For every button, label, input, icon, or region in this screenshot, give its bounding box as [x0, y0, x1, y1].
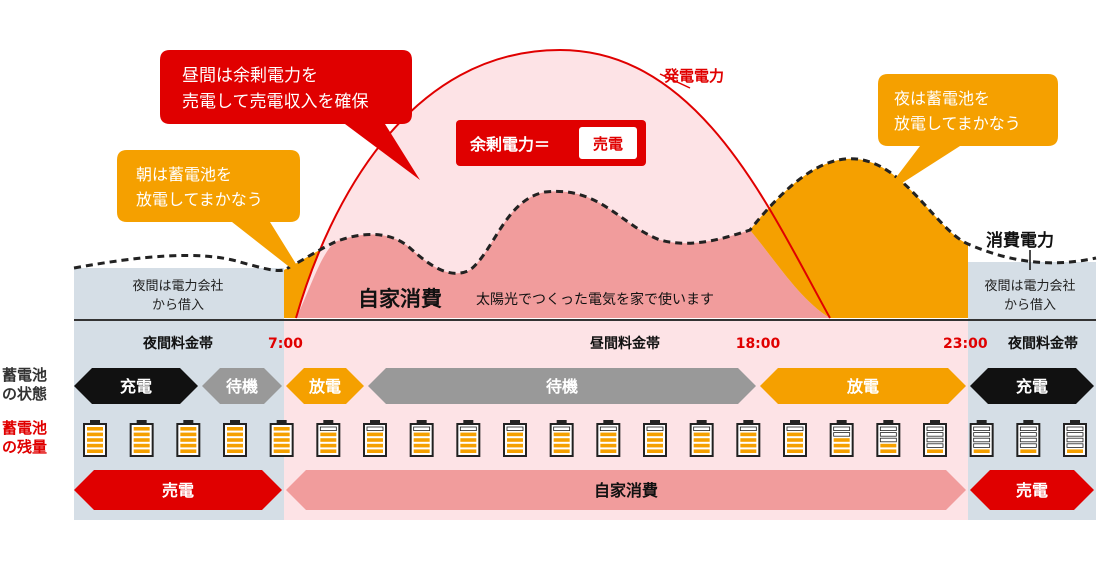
generation-leader	[659, 73, 691, 89]
night-bg-left-top	[74, 268, 284, 320]
status-arrow-2	[286, 368, 364, 404]
remain-row-label-1: 蓄電池	[2, 419, 47, 437]
bottom-arrow-0	[74, 470, 282, 510]
sell-box-label: 売電	[593, 135, 623, 153]
night-bg-right-top	[968, 262, 1096, 320]
consumption-curve	[73, 157, 1097, 275]
battery-11	[596, 420, 621, 457]
status-arrow-1	[202, 368, 282, 404]
bottom-bar: 売電 自家消費 売電	[74, 470, 1094, 510]
status-arrow-label-1: 待機	[226, 377, 258, 396]
battery-2	[176, 420, 201, 457]
status-arrow-label-4: 放電	[846, 377, 879, 396]
time-18: 18:00	[736, 336, 781, 352]
battery-7	[409, 420, 434, 457]
surplus-eq-label: 余剰電力＝	[469, 135, 550, 154]
battery-4	[269, 420, 294, 457]
status-bar: 充電 待機 放電 待機 放電 充電	[74, 368, 1094, 404]
bottom-arrow-2	[970, 470, 1094, 510]
battery-19	[969, 420, 994, 457]
night-right-note-2: から借入	[1004, 298, 1056, 313]
bottom-arrow-label-0: 売電	[162, 481, 194, 500]
battery-14	[736, 420, 761, 457]
callout-evening-bubble	[878, 74, 1058, 196]
time-day-band: 昼間料金帯	[590, 335, 660, 352]
battery-15	[783, 420, 807, 457]
generation-label: 発電電力	[663, 67, 724, 85]
self-consumption-area	[296, 191, 830, 318]
status-arrow-3	[368, 368, 756, 404]
status-arrow-label-2: 放電	[308, 377, 341, 396]
callout-morning-bubble	[117, 150, 306, 280]
battery-9	[503, 420, 527, 457]
night-left-note-1: 夜間は電力会社	[132, 278, 223, 294]
bottom-arrow-1	[286, 470, 966, 510]
status-arrow-label-0: 充電	[120, 377, 152, 396]
battery-0	[83, 420, 107, 457]
status-arrow-0	[74, 368, 198, 404]
battery-8	[456, 420, 481, 457]
night-left-note-2: から借入	[152, 298, 204, 313]
battery-10	[549, 420, 574, 457]
battery-3	[223, 420, 247, 457]
sell-box	[579, 127, 637, 159]
status-arrow-5	[970, 368, 1094, 404]
battery-20	[1016, 420, 1041, 457]
generation-curve	[295, 48, 831, 319]
callout-surplus-line1: 昼間は余剰電力を	[182, 66, 318, 86]
battery-13	[689, 420, 714, 457]
bottom-arrow-label-1: 自家消費	[594, 481, 658, 500]
consumption-label: 消費電力	[986, 230, 1054, 251]
battery-row	[83, 420, 1087, 457]
status-arrow-4	[760, 368, 966, 404]
battery-6	[363, 420, 387, 457]
battery-1	[129, 420, 154, 457]
callout-surplus-line2: 売電して売電収入を確保	[182, 92, 369, 112]
battery-5	[316, 420, 341, 457]
self-use-desc: 太陽光でつくった電気を家で使います	[476, 291, 714, 308]
time-right-band: 夜間料金帯	[1007, 335, 1078, 352]
battery-18	[923, 420, 947, 457]
bottom-arrow-label-2: 売電	[1016, 481, 1048, 500]
time-23: 23:00	[943, 336, 988, 352]
battery-17	[876, 420, 901, 457]
battery-12	[643, 420, 667, 457]
status-arrow-label-3: 待機	[546, 377, 578, 396]
night-right-note-1: 夜間は電力会社	[984, 278, 1075, 294]
time-left-band: 夜間料金帯	[142, 335, 213, 352]
callout-evening-line2: 放電してまかなう	[894, 114, 1021, 133]
battery-21	[1063, 420, 1087, 457]
battery-16	[829, 420, 854, 457]
time-7: 7:00	[268, 336, 303, 352]
callout-morning-line1: 朝は蓄電池を	[136, 165, 232, 184]
self-use-title: 自家消費	[358, 287, 442, 311]
callout-morning-line2: 放電してまかなう	[136, 190, 263, 209]
callout-evening-line1: 夜は蓄電池を	[894, 89, 990, 108]
status-arrow-label-5: 充電	[1016, 377, 1048, 396]
callout-surplus-bubble	[160, 50, 420, 180]
remain-row-label-2: の残量	[2, 438, 47, 456]
evening-discharge-area	[750, 158, 968, 318]
status-row-label-2: の状態	[2, 385, 47, 403]
status-row-label-1: 蓄電池	[2, 366, 47, 384]
